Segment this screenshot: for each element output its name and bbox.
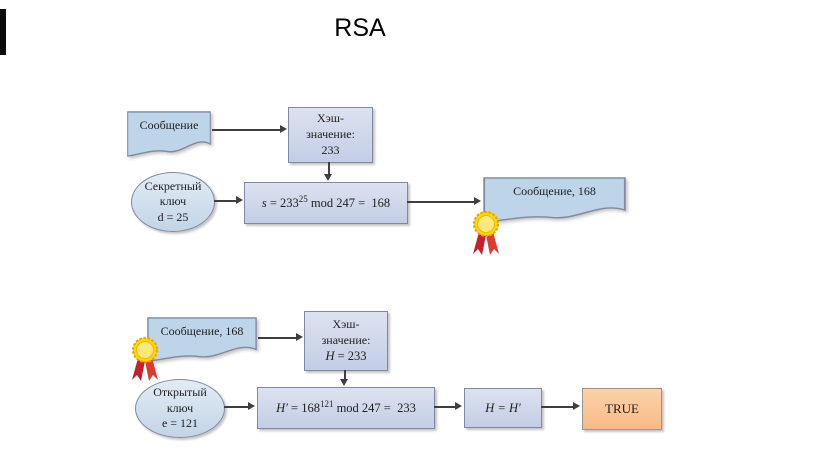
public-key-oval: Открытый ключ e = 121: [135, 379, 225, 438]
arrow-publickey-to-formula: [224, 402, 255, 410]
message-document-label: Сообщение: [139, 118, 199, 132]
arrow-compare-to-result: [541, 402, 580, 410]
hash-box-sign: Хэш- значение: 233: [288, 107, 373, 163]
secret-key-oval: Секретный ключ d = 25: [131, 172, 215, 232]
public-key-line3: e = 121: [161, 416, 199, 431]
hash-sign-line2: значение:: [306, 127, 355, 142]
sign-formula-text: s = 23325 mod 247 = 168: [262, 194, 390, 212]
hash-sign-line1: Хэш-: [316, 111, 345, 126]
signed-message-document: Сообщение, 168: [483, 177, 626, 223]
hash-verify-line1: Хэш-: [332, 316, 360, 331]
verification-seal-icon: [128, 336, 162, 383]
hash-verify-line3: H = 233: [322, 348, 371, 365]
arrow-receiveddoc-to-hash: [258, 333, 303, 341]
seal-ribbon-icon: [132, 337, 158, 381]
hash-verify-line2: значение:: [321, 332, 371, 347]
public-key-line2: ключ: [166, 400, 194, 415]
slide-edge-mark: [0, 9, 6, 55]
page-title: RSA: [334, 14, 386, 42]
arrow-hash-to-formula: [324, 162, 332, 181]
verify-formula-exponent: 121: [319, 399, 334, 410]
arrow-hash-to-verifyformula: [340, 370, 348, 386]
result-box: TRUE: [582, 388, 662, 430]
verify-formula-rhs: mod 247 = 233: [333, 401, 416, 416]
sign-formula-box: s = 23325 mod 247 = 168: [244, 182, 408, 224]
sign-formula-var: s: [261, 196, 267, 211]
sign-formula-rhs: mod 247 = 168: [307, 196, 391, 211]
arrow-formula-to-compare: [434, 402, 462, 410]
verify-formula-var: H′: [276, 401, 288, 416]
hash-verify-value: = 233: [334, 349, 367, 364]
secret-key-text: Секретный ключ d = 25: [145, 179, 202, 225]
secret-key-line2: ключ: [159, 194, 187, 209]
compare-box: H = H′: [464, 388, 542, 428]
verify-formula-base: = 168: [287, 401, 320, 416]
secret-key-line3: d = 25: [157, 209, 189, 224]
secret-key-line1: Секретный: [144, 178, 202, 193]
public-key-line1: Открытый: [153, 385, 207, 400]
arrow-message-to-hash: [212, 125, 287, 133]
sign-formula-base: = 233: [266, 196, 299, 211]
sign-formula-exponent: 25: [298, 194, 308, 205]
hash-box-sign-text: Хэш- значение: 233: [306, 111, 355, 158]
signed-message-label: Сообщение, 168: [513, 184, 596, 198]
arrow-formula-to-signeddoc: [407, 197, 481, 205]
document-shape-icon: [147, 317, 257, 362]
result-label: TRUE: [605, 401, 639, 417]
signature-seal-icon: [469, 210, 503, 257]
verify-formula-box: H′ = 168121 mod 247 = 233: [257, 387, 435, 429]
hash-box-verify-text: Хэш- значение: H = 233: [322, 317, 371, 365]
verify-formula-text: H′ = 168121 mod 247 = 233: [276, 399, 416, 417]
compare-label: H = H′: [485, 400, 521, 415]
hash-box-verify: Хэш- значение: H = 233: [304, 311, 388, 371]
document-shape-icon: [127, 111, 211, 157]
hash-sign-line3: 233: [321, 142, 340, 157]
received-message-label: Сообщение, 168: [160, 324, 244, 338]
hash-verify-var: H: [325, 349, 335, 364]
seal-ribbon-icon: [473, 211, 499, 255]
received-message-document: Сообщение, 168: [147, 317, 257, 362]
arrow-secretkey-to-formula: [214, 196, 243, 204]
message-document: Сообщение: [127, 111, 211, 157]
public-key-text: Открытый ключ e = 121: [153, 385, 207, 431]
